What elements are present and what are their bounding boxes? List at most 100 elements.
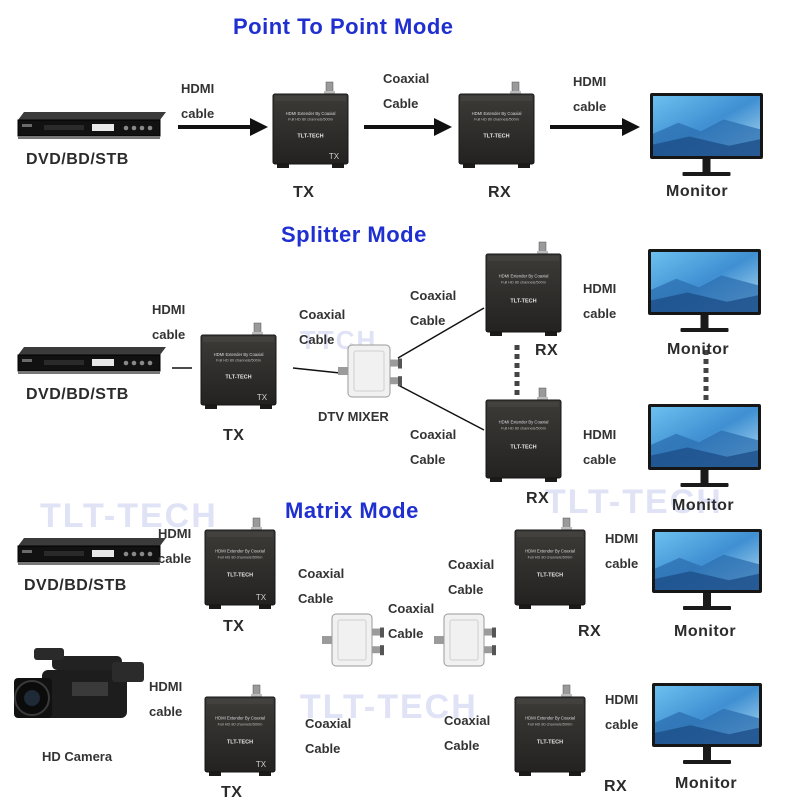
tx-caption: TX [221, 784, 243, 801]
dvd-player-icon [17, 538, 166, 565]
source-caption: DVD/BD/STB [26, 386, 129, 403]
rx-caption: RX [604, 778, 628, 795]
monitor-icon [650, 93, 763, 176]
svg-text:HDMI Extender By Coaxial: HDMI Extender By Coaxial [472, 111, 522, 116]
dtv-mixer-icon [434, 613, 496, 667]
coaxial-label: Coaxial [444, 713, 491, 728]
coaxial-label: Coaxial [410, 427, 457, 442]
cable-label: cable [158, 551, 192, 566]
svg-text:Full HD 80 channels/500m: Full HD 80 channels/500m [528, 723, 573, 727]
svg-text:HDMI Extender By Coaxial: HDMI Extender By Coaxial [525, 716, 575, 721]
cable-label: cable [583, 452, 617, 467]
monitor-caption: Monitor [672, 497, 735, 514]
connection-line [397, 307, 485, 359]
hdmi-label: HDMI [605, 692, 639, 707]
svg-text:Full HD 80 channels/500m: Full HD 80 channels/500m [218, 723, 263, 727]
cable-label: cable [149, 704, 183, 719]
monitor-icon [652, 683, 762, 764]
svg-text:Full HD 80 channels/500m: Full HD 80 channels/500m [528, 556, 573, 560]
svg-text:HDMI Extender By Coaxial: HDMI Extender By Coaxial [215, 549, 265, 554]
cable-label: Cable [383, 96, 419, 111]
cable-label: Cable [388, 626, 424, 641]
svg-text:HDMI Extender By Coaxial: HDMI Extender By Coaxial [215, 716, 265, 721]
tx-caption: TX [223, 427, 245, 444]
svg-text:Full HD 80 channels/500m: Full HD 80 channels/500m [288, 118, 333, 122]
svg-text:HDMI Extender By Coaxial: HDMI Extender By Coaxial [286, 111, 336, 116]
svg-text:TX: TX [256, 593, 267, 602]
source-caption: DVD/BD/STB [24, 577, 127, 594]
coaxial-label: Coaxial [410, 288, 457, 303]
cable-label: cable [605, 717, 639, 732]
monitor-caption: Monitor [675, 775, 738, 792]
svg-text:TLT-TECH: TLT-TECH [297, 133, 323, 139]
hdmi-label: HDMI [605, 531, 639, 546]
hdmi-label: HDMI [158, 526, 192, 541]
camera-caption: HD Camera [42, 749, 113, 764]
svg-text:TX: TX [257, 393, 268, 402]
svg-text:HDMI Extender By Coaxial: HDMI Extender By Coaxial [499, 273, 549, 278]
monitor-icon [652, 529, 762, 610]
svg-text:TX: TX [329, 152, 340, 161]
coaxial-label: Coaxial [388, 601, 435, 616]
svg-text:HDMI Extender By Coaxial: HDMI Extender By Coaxial [499, 419, 549, 424]
svg-text:TLT-TECH: TLT-TECH [510, 298, 536, 304]
title-point-to-point: Point To Point Mode [233, 14, 454, 39]
rx-caption: RX [578, 623, 602, 640]
source-caption: DVD/BD/STB [26, 151, 129, 168]
cable-label: Cable [444, 738, 480, 753]
cable-label: cable [573, 99, 607, 114]
hdmi-label: HDMI [149, 679, 183, 694]
monitor-caption: Monitor [674, 623, 737, 640]
arrow [178, 118, 268, 136]
watermark: TLT-TECH [545, 483, 723, 521]
rx-caption: RX [488, 184, 512, 201]
svg-text:TLT-TECH: TLT-TECH [483, 133, 509, 139]
svg-text:TLT-TECH: TLT-TECH [227, 740, 253, 746]
svg-text:TLT-TECH: TLT-TECH [510, 444, 536, 450]
cable-label: cable [583, 306, 617, 321]
dvd-player-icon [17, 112, 166, 139]
monitor-caption: Monitor [667, 341, 730, 358]
svg-text:Full HD 80 channels/500m: Full HD 80 channels/500m [501, 427, 546, 431]
mixer-caption: DTV MIXER [318, 409, 389, 424]
svg-text:Full HD 80 channels/500m: Full HD 80 channels/500m [216, 359, 261, 363]
svg-text:Full HD 80 channels/500m: Full HD 80 channels/500m [474, 118, 519, 122]
cable-label: cable [152, 327, 186, 342]
hdmi-label: HDMI [583, 427, 617, 442]
svg-text:HDMI Extender By Coaxial: HDMI Extender By Coaxial [525, 549, 575, 554]
svg-text:HDMI Extender By Coaxial: HDMI Extender By Coaxial [214, 352, 264, 357]
coaxial-label: Coaxial [448, 557, 495, 572]
watermark: TLT-TECH [40, 497, 218, 535]
hd-camera-icon [14, 648, 144, 718]
cable-label: Cable [299, 332, 335, 347]
svg-text:Full HD 80 channels/500m: Full HD 80 channels/500m [218, 556, 263, 560]
dtv-mixer-icon [338, 344, 402, 398]
monitor-icon [648, 249, 761, 332]
rx-caption: RX [526, 490, 550, 507]
monitor-icon [648, 404, 761, 487]
cable-label: Cable [410, 313, 446, 328]
coaxial-label: Coaxial [299, 307, 346, 322]
coaxial-label: Coaxial [383, 71, 430, 86]
hdmi-label: HDMI [181, 81, 215, 96]
rx-caption: RX [535, 342, 559, 359]
coaxial-label: Coaxial [305, 716, 352, 731]
title-matrix-mode: Matrix Mode [285, 498, 419, 523]
monitor-caption: Monitor [666, 183, 729, 200]
watermark: TLT-TECH [300, 688, 478, 726]
title-splitter-mode: Splitter Mode [281, 222, 427, 247]
hdmi-label: HDMI [573, 74, 607, 89]
svg-text:TLT-TECH: TLT-TECH [227, 573, 253, 579]
svg-text:Full HD 80 channels/500m: Full HD 80 channels/500m [501, 281, 546, 285]
connection-line [397, 384, 485, 431]
svg-text:TLT-TECH: TLT-TECH [225, 374, 251, 380]
tx-caption: TX [293, 184, 315, 201]
